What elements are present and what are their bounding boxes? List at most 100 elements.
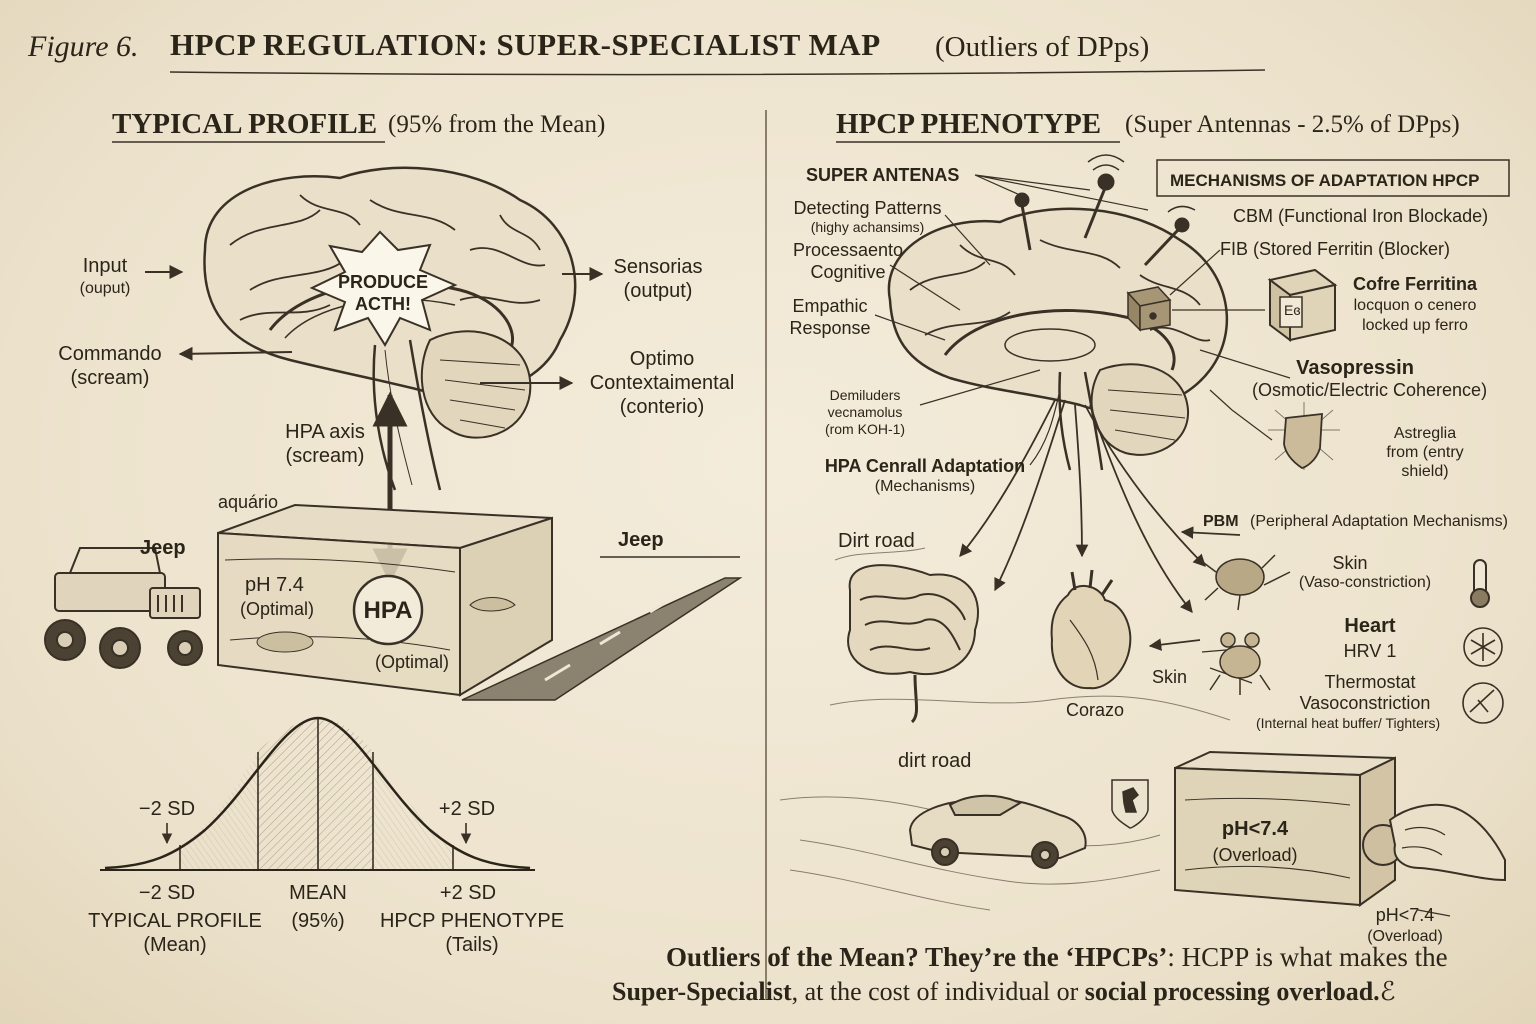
tank-ph-sub: (Overload): [1212, 845, 1298, 865]
hand-turning-knob: [1362, 803, 1506, 882]
astreglia-label-2: from (entry: [1386, 444, 1464, 461]
astreglia-label-1: Astreglia: [1393, 425, 1457, 442]
cofre-label: Cofre Ferritina: [1352, 274, 1478, 294]
dirt-road-label: dirt road: [898, 750, 972, 772]
hpa-circle-sub: (Optimal): [375, 652, 450, 672]
skin-cell-illustration: [1199, 554, 1291, 611]
pbm-title-rest: (Peripheral Adaptation Mechanisms): [1250, 513, 1508, 530]
corazao-label: Corazo: [1065, 700, 1125, 720]
aquarium-tank: [217, 503, 553, 697]
bell-minus-sd: −2 SD: [138, 882, 196, 904]
left-header-bold: TYPICAL PROFILE: [112, 108, 378, 140]
detecting-patterns-sub: (highy achansims): [810, 219, 925, 235]
ferritin-safe: [1267, 268, 1338, 342]
horse-badge-icon: [1111, 779, 1149, 829]
figure-title: HPCP REGULATION: SUPER-SPECIALIST MAP: [170, 27, 881, 62]
produce-acth-burst: [309, 230, 458, 347]
antennas: [1014, 154, 1196, 267]
bell-plus-sd: +2 SD: [439, 882, 497, 904]
flow-arrows: [959, 399, 1241, 651]
pbm-title-bold: PBM: [1203, 513, 1239, 530]
snowflake-icon: [1463, 627, 1503, 667]
sensorias-label: Sensorias: [613, 256, 703, 278]
empathic-label-2: Response: [789, 318, 871, 338]
empathic-label-1: Empathic: [792, 296, 868, 316]
processaento-label-1: Processaento: [792, 240, 904, 260]
sensorias-sub-label: (output): [623, 280, 693, 302]
right-header-bold: HPCP PHENOTYPE: [836, 108, 1102, 140]
optimo-label-3: (conterio): [619, 396, 705, 418]
astreglia-label-3: shield): [1401, 463, 1449, 480]
cofre-sub-1: locquon o cenero: [1353, 297, 1477, 314]
footer-line-2-mid: , at the cost of individual or: [791, 977, 1085, 1006]
super-antenas-title: SUPER ANTENAS: [806, 165, 960, 185]
processaento-label-2: Cognitive: [810, 262, 886, 282]
vasopressin-label: Vasopressin: [1296, 357, 1414, 379]
fib-label: FIB (Stored Ferritin (Blocker): [1220, 239, 1451, 259]
road-left: [461, 556, 743, 701]
bell-minus-sd-top: −2 SD: [138, 798, 196, 820]
intestines-illustration: [847, 564, 979, 724]
overload-tank: [1174, 750, 1396, 907]
shield-icon: [1268, 402, 1340, 470]
footer-line-1-rest: : HCPP is what makes the: [1167, 942, 1448, 972]
demiluders-label-1: Demiluders: [829, 387, 901, 403]
sports-car-illustration: [908, 794, 1087, 869]
left-header-rest: (95% from the Mean): [388, 111, 606, 138]
outside-ph-label: pH<7.4: [1375, 905, 1435, 925]
skin-sub: (Vaso-constriction): [1298, 574, 1432, 591]
footer-line-2: Super-Specialist, at the cost of individ…: [612, 977, 1395, 1006]
demiluders-label-2: vecnamolus: [827, 404, 903, 420]
aquarium-ph-sub: (Optimal): [240, 599, 315, 619]
bell-mean: MEAN: [289, 882, 347, 904]
demiluders-label-3: (rom KOH-1): [824, 421, 906, 437]
footer-line-1-bold: Outliers of the Mean? They’re the ‘HPCPs…: [666, 942, 1168, 972]
tank-ph-label: pH<7.4: [1221, 818, 1289, 840]
bell-typical-profile-sub: (Mean): [143, 934, 207, 956]
vasopressin-sub: (Osmotic/Electric Coherence): [1252, 380, 1488, 400]
cofre-sub-2: locked up ferro: [1362, 317, 1468, 334]
hpa-central-sub: (Mechanisms): [874, 478, 976, 495]
skin-label: Skin: [1332, 553, 1368, 573]
thermostat-icon: [1462, 682, 1504, 724]
vasoconstriction-label: Vasoconstriction: [1299, 693, 1431, 713]
thermometer-icon: [1470, 559, 1490, 608]
optimo-label-2: Contextaimental: [589, 372, 735, 394]
bell-hpcp-phenotype: HPCP PHENOTYPE: [379, 910, 565, 932]
heart-cell-illustration: [1209, 632, 1271, 695]
commando-sub-label: (scream): [70, 367, 150, 389]
right-header-rest: (Super Antennas - 2.5% of DPps): [1125, 111, 1460, 138]
footer-flourish-icon: ℰ: [1379, 977, 1396, 1006]
ferritin-safe-small: [1126, 286, 1172, 332]
hrv-label: HRV 1: [1343, 641, 1397, 661]
mechanisms-box: [1156, 159, 1510, 197]
hpa-central-label: HPA Cenrall Adaptation: [824, 456, 1026, 476]
commando-arrow: [178, 346, 293, 361]
input-label: Input: [82, 255, 128, 277]
aquarium-label: aquário: [218, 492, 279, 512]
footer-line-2-bold-1: Super-Specialist: [612, 977, 792, 1006]
bell-hpcp-phenotype-sub: (Tails): [445, 934, 499, 956]
detecting-patterns-label: Detecting Patterns: [793, 198, 942, 218]
bell-plus-sd-top: +2 SD: [438, 798, 496, 820]
cbm-label: CBM (Functional Iron Blockade): [1233, 206, 1489, 226]
hpa-circle: [352, 574, 424, 646]
jeep-label-right: Jeep: [618, 529, 664, 551]
heart-label: Heart: [1344, 615, 1396, 637]
bell-typical-profile: TYPICAL PROFILE: [88, 910, 262, 932]
thermostat-label: Thermostat: [1324, 672, 1416, 692]
bell-mean-sub: (95%): [291, 910, 345, 932]
figure-subtitle: (Outliers of DPps): [935, 31, 1150, 63]
heart-illustration: [1050, 569, 1132, 690]
footer-line-1: Outliers of the Mean? They’re the ‘HPCPs…: [666, 942, 1448, 972]
skin-arrow-label: Skin: [1152, 667, 1188, 687]
mechanisms-title: MECHANISMS OF ADAPTATION HPCP: [1170, 171, 1480, 190]
title-underline: [169, 69, 1266, 76]
hpa-axis-label: HPA axis: [285, 421, 365, 443]
outside-ph-sub: (Overload): [1367, 928, 1443, 945]
jeep-illustration: [44, 547, 203, 669]
figure-label: Figure 6.: [28, 30, 139, 63]
aquarium-ph: pH 7.4: [245, 574, 304, 596]
